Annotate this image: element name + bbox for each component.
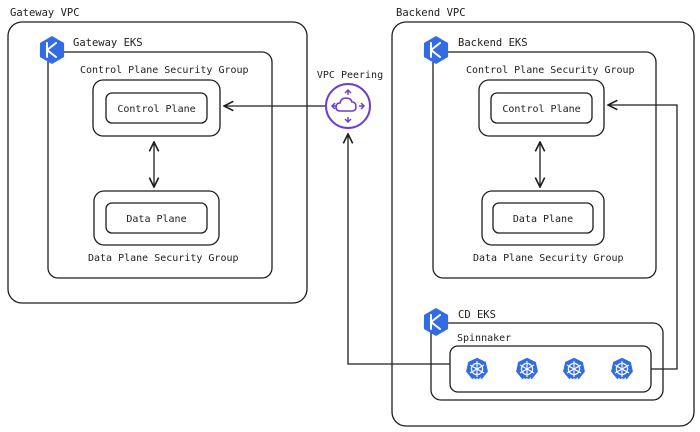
backend-data-plane-sg: Data Plane [481, 190, 605, 246]
vpc-peering: VPC Peering [317, 70, 383, 129]
gateway-eks-label: Gateway EKS [73, 37, 143, 49]
gateway-data-plane-label: Data Plane [126, 214, 186, 225]
pod-3-label: pod [569, 377, 578, 383]
gateway-data-plane-sg-label: Data Plane Security Group [88, 253, 239, 264]
pod-4-label: pod [617, 377, 626, 383]
gateway-control-plane-sg: Control Plane [92, 79, 221, 137]
backend-vpc-label: Backend VPC [396, 7, 466, 19]
gateway-data-plane-sg: Data Plane [93, 190, 220, 246]
pod-3[interactable]: pod [561, 356, 587, 383]
spinnaker-to-peering-arrow [348, 134, 450, 365]
cd-eks-cluster: CD EKS Spinnaker pod pod pod p [422, 307, 664, 401]
gateway-vpc: Gateway VPC Gateway EKS Control Plane Se… [7, 7, 308, 304]
backend-vpc: Backend VPC Backend EKS Control Plane Se… [391, 7, 695, 427]
spinnaker-label: Spinnaker [457, 333, 511, 344]
gateway-data-plane[interactable] [105, 202, 208, 234]
backend-data-plane-sg-label: Data Plane Security Group [473, 253, 624, 264]
backend-data-plane[interactable] [492, 202, 594, 234]
backend-eks-icon [422, 35, 450, 65]
cloud-peering-icon [325, 83, 371, 129]
backend-control-plane-sg: Control Plane [478, 79, 605, 137]
gateway-eks-cluster: Gateway EKS Control Plane Security Group… [38, 35, 273, 279]
gateway-control-plane-sg-label: Control Plane Security Group [80, 65, 249, 76]
backend-eks-label: Backend EKS [458, 37, 528, 49]
vpc-peering-label: VPC Peering [317, 70, 383, 81]
pod-2-label: pod [522, 377, 531, 383]
pod-1-label: pod [472, 377, 481, 383]
pod-2[interactable]: pod [514, 356, 540, 383]
spinnaker-group: pod pod pod pod [449, 345, 652, 393]
pod-1[interactable]: pod [464, 356, 490, 383]
backend-control-plane-sg-label: Control Plane Security Group [466, 65, 635, 76]
cd-eks-label: CD EKS [458, 309, 496, 321]
backend-eks-cluster: Backend EKS Control Plane Security Group… [422, 35, 657, 279]
gateway-control-plane-label: Control Plane [117, 104, 195, 115]
backend-control-plane-label: Control Plane [502, 104, 580, 115]
gateway-eks-icon [38, 35, 66, 65]
backend-control-plane[interactable] [490, 92, 593, 124]
backend-data-plane-label: Data Plane [513, 214, 573, 225]
pod-4[interactable]: pod [609, 356, 635, 383]
spinnaker-to-backend-control-plane-arrow [608, 105, 678, 370]
gateway-control-plane[interactable] [105, 92, 208, 124]
cd-eks-icon [422, 307, 450, 337]
gateway-vpc-label: Gateway VPC [10, 7, 80, 19]
